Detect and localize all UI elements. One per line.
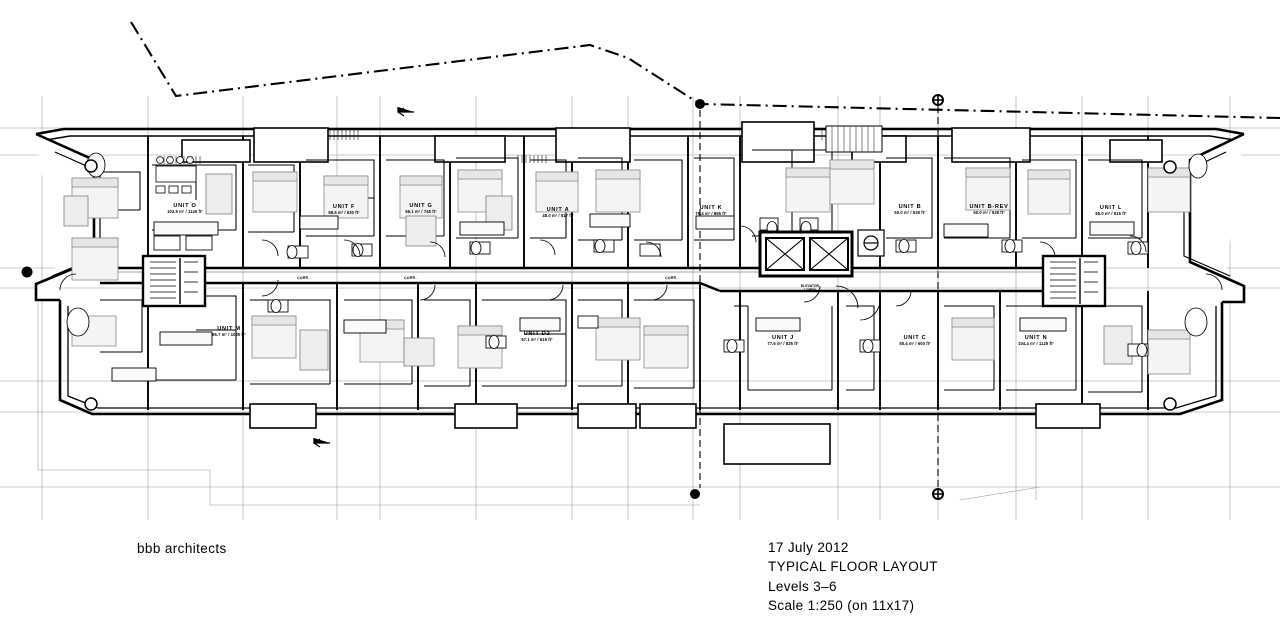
drawing-levels: Levels 3–6 <box>768 578 837 594</box>
unit-label-m: UNIT M 95.7 m² / 1030 ft² <box>212 326 246 337</box>
unit-label-j: UNIT J 77.6 m² / 835 ft² <box>767 335 799 346</box>
kitchen-counter <box>111 213 1135 382</box>
unit-label-b: UNIT B 50.0 m² / 538 ft² <box>894 204 926 215</box>
section-markers <box>21 94 944 500</box>
balconies-top <box>181 121 1163 163</box>
bed-fixture <box>71 159 1191 375</box>
unit-label-o: UNIT O 103.9 m² / 1140 ft² <box>167 203 203 214</box>
drawing-scale: Scale 1:250 (on 11x17) <box>768 597 915 613</box>
stair-left <box>141 254 207 308</box>
property-line <box>130 21 1280 120</box>
drawing-date: 17 July 2012 <box>768 540 849 555</box>
unit-label-d2: UNIT D2 57.1 m² / 615 ft² <box>521 331 553 342</box>
unit-label-g: UNIT G 69.1 m² / 745 ft² <box>405 203 437 214</box>
unit-label-b-rev: UNIT B-REV 50.0 m² / 538 ft² <box>969 204 1009 215</box>
firm-name: bbb architects <box>137 541 227 556</box>
title-block: 17 July 2012 TYPICAL FLOOR LAYOUT Levels… <box>768 538 938 615</box>
unit-label-k: UNIT K 79.4 m² / 855 ft² <box>695 205 727 216</box>
unit-label-a: UNIT A 48.0 m² / 517 ft² <box>542 207 574 218</box>
sofa-fixture <box>63 173 1133 371</box>
elevator-bank <box>758 230 854 278</box>
dining-set <box>155 156 197 194</box>
service-room <box>857 229 885 257</box>
drawing-title: TYPICAL FLOOR LAYOUT <box>768 559 938 575</box>
unit-label-f: UNIT F 58.5 m² / 630 ft² <box>328 204 360 215</box>
balconies-bottom <box>249 403 1101 465</box>
unit-label-c: UNIT C 55.4 m² / 600 ft² <box>899 335 931 346</box>
roof-stair-hatch <box>825 125 883 153</box>
column-marker <box>84 159 1177 411</box>
unit-label-l: UNIT L 85.0 m² / 915 ft² <box>1095 205 1127 216</box>
unit-label-n: UNIT N 104.4 m² / 1125 ft² <box>1018 335 1054 346</box>
stair-right <box>1041 254 1107 308</box>
